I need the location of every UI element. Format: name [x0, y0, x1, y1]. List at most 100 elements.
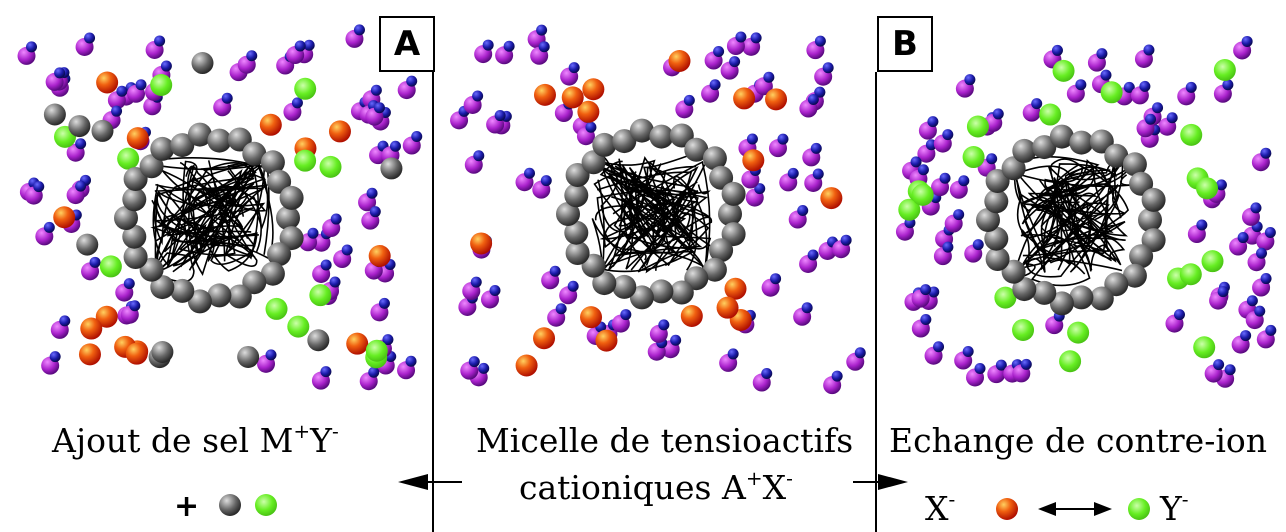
- surfactant-head-icon: [122, 187, 147, 212]
- green-ion-icon: [1052, 59, 1075, 82]
- grey-ion-icon: [237, 345, 260, 368]
- surfactant-head-icon: [207, 128, 232, 153]
- caption-salt-addition: Ajout de sel M+Y-: [52, 419, 339, 460]
- surfactant-head-icon: [669, 280, 694, 305]
- caption-counter-ion-exchange: Echange de contre-ion: [889, 421, 1268, 460]
- water-molecule-icon: [814, 62, 834, 86]
- surfactant-head-icon: [1012, 277, 1037, 302]
- surfactant-head-icon: [985, 169, 1010, 193]
- surfactant-head-icon: [629, 285, 654, 310]
- grey-ion-icon: [219, 494, 241, 516]
- orange-ion-icon: [733, 87, 756, 110]
- double-arrow-icon: [1038, 502, 1112, 516]
- micelles: [114, 118, 1166, 316]
- water-molecule-icon: [1241, 202, 1262, 226]
- surfactant-head-icon: [649, 279, 674, 304]
- surfactant-head-icon: [187, 122, 212, 147]
- water-molecule-icon: [675, 94, 695, 119]
- orange-ion-icon: [533, 83, 556, 106]
- orange-ion-icon: [126, 127, 149, 150]
- water-molecule-icon: [462, 276, 482, 301]
- surfactant-head-icon: [709, 238, 734, 263]
- orange-ion-icon: [53, 206, 76, 229]
- surfactant-head-icon: [279, 185, 304, 210]
- green-ion-icon: [1067, 321, 1090, 344]
- green-ion-icon: [1201, 250, 1224, 273]
- water-molecule-icon: [41, 351, 61, 375]
- micelle-core-icon: [150, 156, 274, 283]
- water-molecule-icon: [1213, 79, 1234, 103]
- water-molecule-icon: [793, 302, 813, 326]
- orange-ion-icon: [96, 71, 119, 94]
- water-molecule-icon: [107, 85, 128, 110]
- orange-ion-icon: [561, 86, 584, 109]
- water-molecule-icon: [788, 205, 809, 229]
- surfactant-head-icon: [702, 146, 727, 171]
- water-molecule-icon: [752, 368, 773, 392]
- grey-ion-icon: [191, 52, 214, 75]
- green-ion-icon: [966, 115, 989, 138]
- micelle-core-icon: [1013, 156, 1132, 287]
- water-molecule-icon: [397, 355, 417, 380]
- surfactant-head-icon: [721, 181, 746, 206]
- green-ion-icon: [294, 77, 317, 100]
- water-molecule-icon: [1130, 80, 1151, 105]
- surfactant-head-icon: [123, 167, 148, 191]
- orange-ion-icon: [680, 304, 703, 327]
- surfactant-head-icon: [139, 154, 164, 179]
- water-molecule-icon: [823, 370, 843, 395]
- water-molecule-icon: [726, 31, 747, 56]
- water-molecule-icon: [611, 309, 632, 333]
- ions: [43, 50, 1236, 377]
- surfactant-head-icon: [581, 253, 606, 278]
- surfactant-head-icon: [187, 289, 212, 314]
- water-molecule-icon: [720, 56, 741, 80]
- green-ion-icon: [99, 255, 122, 278]
- legend-x-label: X-: [925, 487, 956, 528]
- water-molecule-icon: [345, 24, 365, 48]
- green-ion-icon: [1128, 498, 1150, 520]
- surfactant-head-icon: [556, 202, 580, 226]
- surfactant-head-icon: [1138, 208, 1162, 232]
- orange-ion-icon: [515, 354, 538, 377]
- grey-ion-icon: [68, 115, 91, 138]
- green-ion-icon: [294, 149, 317, 172]
- water-molecule-icon: [719, 348, 739, 372]
- panel-tag-b: B: [877, 16, 933, 72]
- water-molecule-icon: [832, 234, 852, 259]
- micelle-core-icon: [591, 153, 713, 275]
- water-molecule-icon: [779, 167, 799, 192]
- water-molecule-icon: [704, 46, 725, 70]
- green-ion-icon: [1179, 263, 1202, 286]
- surfactant-head-icon: [612, 274, 637, 299]
- surfactant-head-icon: [984, 226, 1009, 251]
- surfactant-head-icon: [1104, 143, 1129, 168]
- surfactant-head-icon: [1001, 156, 1026, 181]
- green-ion-icon: [994, 286, 1017, 309]
- water-molecule-icon: [576, 121, 597, 146]
- water-molecule-icon: [480, 284, 501, 309]
- water-molecule-icon: [768, 133, 789, 158]
- surfactant-head-icon: [565, 163, 590, 187]
- surfactant-head-icon: [709, 165, 734, 190]
- orange-ion-icon: [820, 187, 843, 210]
- green-ion-icon: [150, 73, 173, 96]
- water-molecule-icon: [1087, 48, 1108, 72]
- orange-ion-icon: [259, 113, 282, 136]
- water-molecule-icon: [933, 129, 954, 153]
- orange-ion-icon: [742, 149, 765, 172]
- surfactant-head-icon: [276, 206, 300, 230]
- water-molecule-icon: [954, 346, 974, 370]
- green-ion-icon: [1196, 177, 1219, 200]
- green-ion-icon: [255, 494, 277, 516]
- water-molecule-icon: [115, 278, 135, 302]
- water-molecule-icon: [311, 366, 332, 390]
- water-molecule-icon: [463, 90, 484, 114]
- water-molecule-icon: [35, 221, 55, 246]
- water-molecule-icon: [257, 349, 277, 373]
- water-molecule-icon: [66, 180, 87, 205]
- green-ion-icon: [319, 155, 342, 178]
- surfactant-head-icon: [612, 129, 637, 154]
- surfactant-head-icon: [260, 150, 285, 175]
- orange-ion-icon: [724, 277, 747, 300]
